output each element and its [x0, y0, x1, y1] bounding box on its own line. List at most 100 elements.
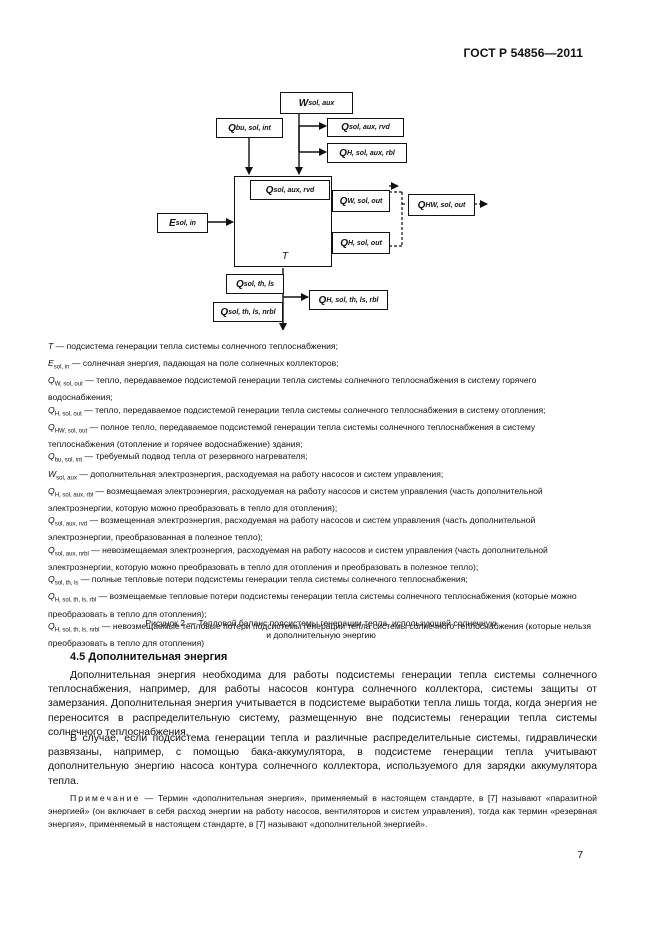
figure-caption-line-2: и дополнительную энергию — [266, 630, 376, 641]
legend-text: — возмещенная электроэнергия, расходуема… — [48, 515, 536, 543]
legend-sub: sol, aux — [56, 475, 77, 482]
legend-symbol: Q — [48, 515, 55, 526]
legend-symbol: Q — [48, 574, 55, 585]
w-sol-aux-sub: sol, aux — [308, 99, 335, 107]
legend-symbol: Q — [48, 544, 55, 555]
legend-symbol: Q — [48, 451, 55, 462]
legend-item: QH, sol, aux, rbl — возмещаемая электроэ… — [48, 485, 594, 515]
q-h-sol-th-ls-rbl-sub: H, sol, th, ls, rbl — [326, 296, 379, 304]
legend-item: QW, sol, out — тепло, передаваемое подси… — [48, 374, 594, 404]
note-label: Примечание — [70, 793, 141, 803]
legend-sub: H, sol, th, ls, nrbl — [54, 627, 100, 634]
diagram-connectors — [207, 113, 488, 330]
legend-text: — полные тепловые потери подсистемы гене… — [78, 574, 468, 585]
legend-text: — невозмещаемые тепловые потери подсисте… — [48, 620, 592, 649]
q-sol-aux-rvd-top-symbol: Q — [341, 122, 349, 133]
legend-item: Qsol, aux, rvd — возмещенная электроэнер… — [48, 514, 594, 544]
legend-text: — требуемый подвод тепла от резервного н… — [82, 451, 308, 462]
q-h-sol-out-symbol: Q — [340, 237, 348, 249]
note-block: Примечание — Термин «дополнительная энер… — [48, 792, 597, 832]
paragraph-2-text: В случае, если подсистема генерации тепл… — [48, 733, 597, 787]
legend-symbol: W — [48, 468, 57, 479]
legend-symbol: Q — [48, 375, 55, 386]
legend-text: — полное тепло, передаваемое подсистемой… — [48, 421, 536, 450]
q-bu-sol-int-symbol: Q — [228, 122, 236, 134]
paragraph-1: Дополнительная энергия необходима для ра… — [48, 669, 597, 740]
legend-symbol: Q — [48, 620, 55, 631]
legend-item: QH, sol, out — тепло, передаваемое подси… — [48, 404, 594, 421]
note-text: — Термин «дополнительная энергия», приме… — [48, 793, 597, 830]
legend-symbol: Q — [48, 421, 55, 432]
legend-sub: H, sol, aux, rbl — [54, 492, 94, 499]
q-hw-sol-out-sub: HW, sol, out — [425, 201, 466, 209]
q-sol-aux-rvd-inner-sub: sol, aux, rvd — [273, 186, 315, 194]
legend-text: — дополнительная электроэнергия, расходу… — [76, 468, 444, 479]
legend-text: — тепло, передаваемое подсистемой генера… — [81, 404, 546, 415]
legend-sub: H, sol, out — [54, 411, 82, 418]
legend-text: — возмещаемые тепловые потери подсистемы… — [48, 591, 577, 619]
q-sol-th-ls-symbol: Q — [235, 278, 244, 290]
legend-item: Wsol, aux — дополнительная электроэнерги… — [48, 468, 594, 485]
legend-sub: H, sol, th, ls, rbl — [54, 598, 97, 605]
legend-item: QHW, sol, out — полное тепло, передаваем… — [48, 421, 594, 451]
figure-legend: T — подсистема генерации тепла системы с… — [48, 340, 594, 649]
legend-sub: HW, sol, out — [54, 428, 88, 435]
legend-item: Esol, in — солнечная энергия, падающая н… — [48, 357, 594, 374]
figure-caption-line-1: Рисунок 2 — Тепловой баланс подсистемы г… — [145, 618, 497, 628]
legend-text: — тепло, передаваемое подсистемой генера… — [48, 375, 537, 403]
legend-sub: sol, aux, nrbl — [54, 551, 89, 558]
legend-symbol: Q — [48, 485, 55, 496]
legend-item: Qbu, sol, int — требуемый подвод тепла о… — [48, 450, 594, 467]
legend-symbol: E — [48, 358, 54, 369]
q-sol-th-ls-nrbl-symbol: Q — [220, 306, 229, 318]
paragraph-2: В случае, если подсистема генерации тепл… — [48, 732, 597, 789]
figure-caption: Рисунок 2 — Тепловой баланс подсистемы г… — [48, 617, 594, 642]
q-h-sol-out-sub: H, sol, out — [347, 239, 382, 247]
legend-symbol: Q — [48, 591, 55, 602]
q-bu-sol-int-sub: bu, sol, int — [235, 124, 271, 132]
q-w-sol-out-sub: W, sol, out — [347, 197, 383, 205]
legend-text: — подсистема генерации тепла системы сол… — [53, 341, 338, 351]
legend-item: Qsol, aux, nrbl — невозмещаемая электроэ… — [48, 544, 594, 574]
document-header-id: ГОСТ Р 54856—2011 — [463, 46, 583, 60]
legend-item: QH, sol, th, ls, nrbl — невозмещаемые те… — [48, 620, 594, 650]
q-sol-aux-rvd-top-sub: sol, aux, rvd — [348, 124, 390, 131]
paragraph-1-text: Дополнительная энергия необходима для ра… — [48, 670, 597, 738]
q-h-sol-aux-rbl-symbol: Q — [339, 147, 347, 159]
legend-text: — возмещаемая электроэнергия, расходуема… — [48, 485, 543, 513]
legend-item: T — подсистема генерации тепла системы с… — [48, 340, 594, 357]
q-hw-sol-out-symbol: Q — [417, 199, 426, 211]
legend-sub: bu, sol, int — [54, 458, 83, 465]
w-sol-aux-symbol: W — [298, 97, 309, 109]
legend-item: QH, sol, th, ls, rbl — возмещаемые тепло… — [48, 590, 594, 620]
q-sol-aux-rvd-inner-symbol: Q — [265, 184, 274, 196]
legend-sub: W, sol, out — [54, 381, 83, 388]
legend-sub: sol, in — [53, 364, 70, 371]
q-w-sol-out-symbol: Q — [339, 195, 348, 207]
legend-text: — солнечная энергия, падающая на поле со… — [69, 358, 339, 369]
legend-sub: sol, aux, rvd — [54, 521, 88, 528]
legend-sub: sol, th, ls — [54, 581, 79, 587]
q-h-sol-aux-rbl-sub: H, sol, aux, rbl — [346, 149, 395, 157]
q-sol-th-ls-sub: sol, th, ls — [243, 280, 275, 288]
t-subsystem-label: T — [282, 251, 289, 262]
q-sol-th-ls-nrbl-sub: sol, th, ls, nrbl — [228, 308, 276, 316]
section-heading: 4.5 Дополнительная энергия — [70, 651, 228, 663]
page-number: 7 — [577, 850, 583, 861]
legend-item: Qsol, th, ls — полные тепловые потери по… — [48, 573, 594, 590]
e-sol-in-symbol: E — [169, 217, 176, 229]
q-h-sol-th-ls-rbl-symbol: Q — [318, 294, 327, 306]
e-sol-in-sub: sol, in — [175, 219, 196, 227]
